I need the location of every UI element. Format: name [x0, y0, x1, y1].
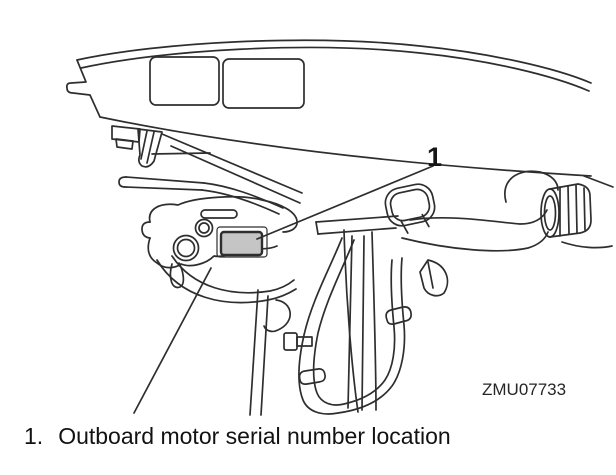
figure-caption: 1. Outboard motor serial number location [24, 423, 451, 451]
hose-loop [298, 237, 449, 415]
housing-bolt [283, 332, 298, 351]
caption-number: 1. [24, 423, 44, 449]
cowling-label-right [222, 58, 305, 109]
transom-bracket [315, 215, 399, 413]
caption-text: Outboard motor serial number location [58, 423, 451, 449]
serial-number-plate [219, 230, 264, 257]
engine-cowling [65, 39, 592, 177]
fuel-hose [401, 170, 559, 252]
callout-number: 1 [427, 142, 443, 172]
outboard-motor-diagram [65, 39, 614, 416]
bracket-drip-tab [169, 262, 185, 289]
cable-grommet [384, 183, 436, 234]
clamp-screw-large [172, 234, 200, 262]
callout-leader-line [256, 165, 434, 240]
hose-clamp-ring [385, 306, 412, 326]
hose-flap [419, 259, 449, 297]
clamp-bracket [141, 196, 298, 289]
figure-code: ZMU07733 [482, 380, 567, 399]
trim-tab-bracket [111, 125, 303, 204]
cowling-label-left [149, 56, 220, 106]
line-art-illustration [65, 39, 614, 416]
bracket-slot [200, 209, 238, 219]
clamp-screw-small [194, 218, 214, 238]
swivel-bracket-housing [156, 255, 313, 416]
housing-bolt-shaft [296, 336, 313, 347]
tilt-rod [118, 176, 284, 215]
caption-leader-line [133, 267, 212, 414]
fuel-line-connector [540, 175, 614, 249]
hose-band [298, 368, 326, 386]
serial-plate-recess [216, 226, 268, 258]
